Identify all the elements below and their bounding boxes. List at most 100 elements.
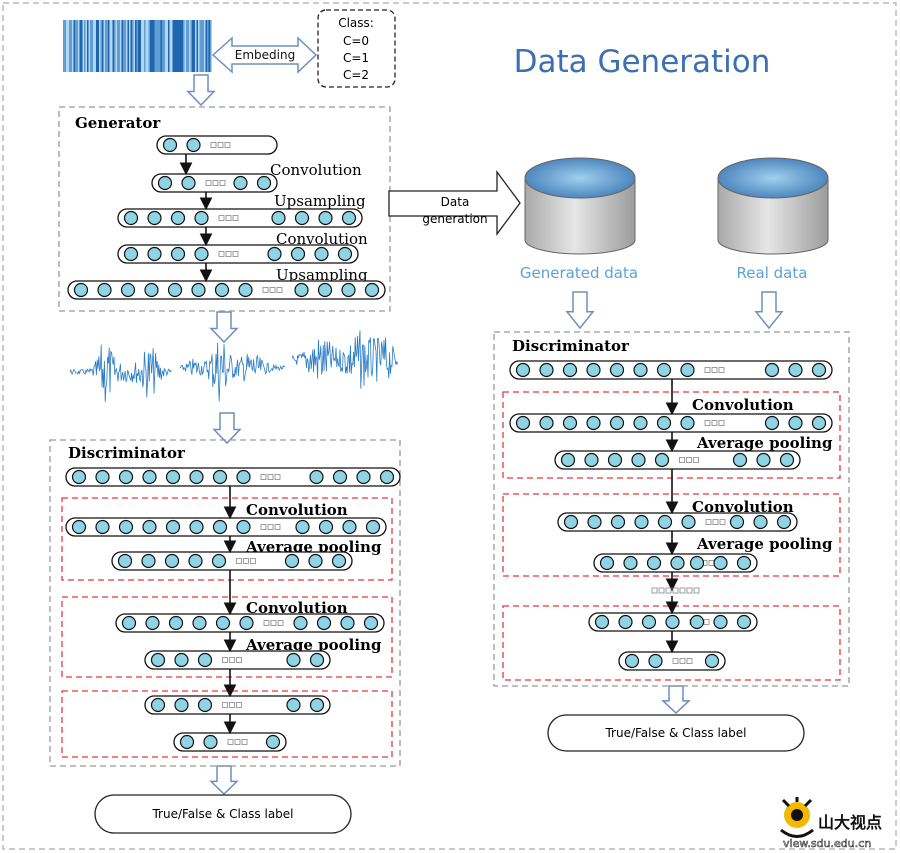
network-layer (557, 512, 798, 532)
layer-node (194, 210, 209, 226)
network-layer (115, 613, 385, 633)
layer-node (294, 282, 309, 298)
layer-node (680, 362, 695, 378)
layer-node (168, 615, 184, 631)
layer-node (265, 734, 281, 750)
network-layer (65, 517, 387, 537)
layer-node (560, 452, 576, 468)
layer-node (618, 614, 633, 630)
layer-node (212, 519, 228, 535)
down-arrow (212, 412, 242, 445)
layer-node (174, 652, 189, 668)
network-layer (111, 551, 353, 571)
layer-node (609, 415, 625, 431)
layer-node (170, 210, 186, 226)
generator-op-label: Upsampling (274, 192, 366, 210)
data-generation-arrow (388, 170, 521, 236)
layer-node (267, 246, 282, 262)
class-box-line: Class: (338, 16, 374, 30)
down-arrow (754, 291, 784, 330)
class-box-line: C=0 (343, 34, 369, 48)
layer-node (170, 246, 186, 262)
down-arrow (565, 291, 595, 330)
layer-node (167, 282, 183, 298)
sdu-logo (780, 797, 814, 838)
layer-node (656, 415, 672, 431)
layer-node (271, 210, 286, 226)
layer-node (236, 519, 251, 535)
right-disc-op-label: Average pooling (696, 535, 833, 553)
layer-node (356, 469, 371, 485)
generated-signal (69, 344, 172, 403)
network-layer (144, 650, 331, 670)
layer-node (713, 614, 728, 630)
down-arrow (661, 685, 691, 715)
layer-node (648, 653, 663, 669)
layer-node (624, 653, 640, 669)
layer-node (764, 362, 780, 378)
layer-node (197, 652, 213, 668)
layer-node (562, 415, 578, 431)
layer-node (189, 469, 204, 485)
layer-node (165, 469, 181, 485)
layer-node (188, 553, 203, 569)
layer-node (364, 282, 380, 298)
layer-node (340, 615, 355, 631)
layer-node (586, 362, 601, 378)
network-layer (156, 135, 278, 155)
network-layer (117, 244, 359, 264)
layer-node (633, 415, 648, 431)
layer-node (147, 210, 162, 226)
layer-node (123, 210, 139, 226)
generated-signals (69, 330, 398, 403)
layer-node (314, 246, 329, 262)
left-disc-op-label: Average pooling (245, 636, 382, 654)
layer-node (316, 615, 332, 631)
network-layer (588, 612, 758, 632)
layer-node (713, 555, 728, 571)
left-disc-op-label: Convolution (246, 501, 348, 519)
layer-node (71, 519, 87, 535)
layer-node (117, 553, 133, 569)
layer-node (238, 282, 253, 298)
network-layer (67, 280, 386, 300)
layer-node (123, 246, 139, 262)
right-disc-op-label: Average pooling (696, 434, 833, 452)
real-data-label: Real data (737, 264, 808, 282)
network-layer (593, 553, 758, 573)
real-data-database (717, 157, 829, 255)
network-layers (65, 135, 833, 752)
layer-node (331, 553, 347, 569)
layer-node (337, 246, 353, 262)
class-box-line: C=1 (343, 51, 369, 65)
layer-node (515, 362, 531, 378)
generator-op-label: Convolution (270, 161, 362, 179)
layer-node (212, 469, 228, 485)
generated-signal (179, 342, 286, 402)
layer-node (788, 362, 803, 378)
layer-node (233, 175, 248, 191)
layer-node (811, 362, 827, 378)
left-discriminator-title: Discriminator (68, 444, 186, 462)
layer-node (779, 452, 795, 468)
left-disc-block-1 (61, 497, 393, 581)
layer-node (309, 652, 325, 668)
network-layer (618, 651, 726, 671)
layer-node (141, 553, 156, 569)
generator-title: Generator (75, 114, 161, 132)
layer-node (562, 362, 578, 378)
layer-node (623, 555, 638, 571)
watermark-brand: 山大视点 (818, 813, 882, 832)
layer-node (599, 555, 615, 571)
generated-signal (291, 330, 398, 389)
layer-node (211, 553, 227, 569)
layer-node (286, 652, 301, 668)
layer-node (150, 697, 166, 713)
layer-node (736, 614, 752, 630)
layer-node (736, 555, 752, 571)
layer-node (586, 415, 601, 431)
layer-node (689, 555, 705, 571)
right-output-box (547, 714, 805, 752)
